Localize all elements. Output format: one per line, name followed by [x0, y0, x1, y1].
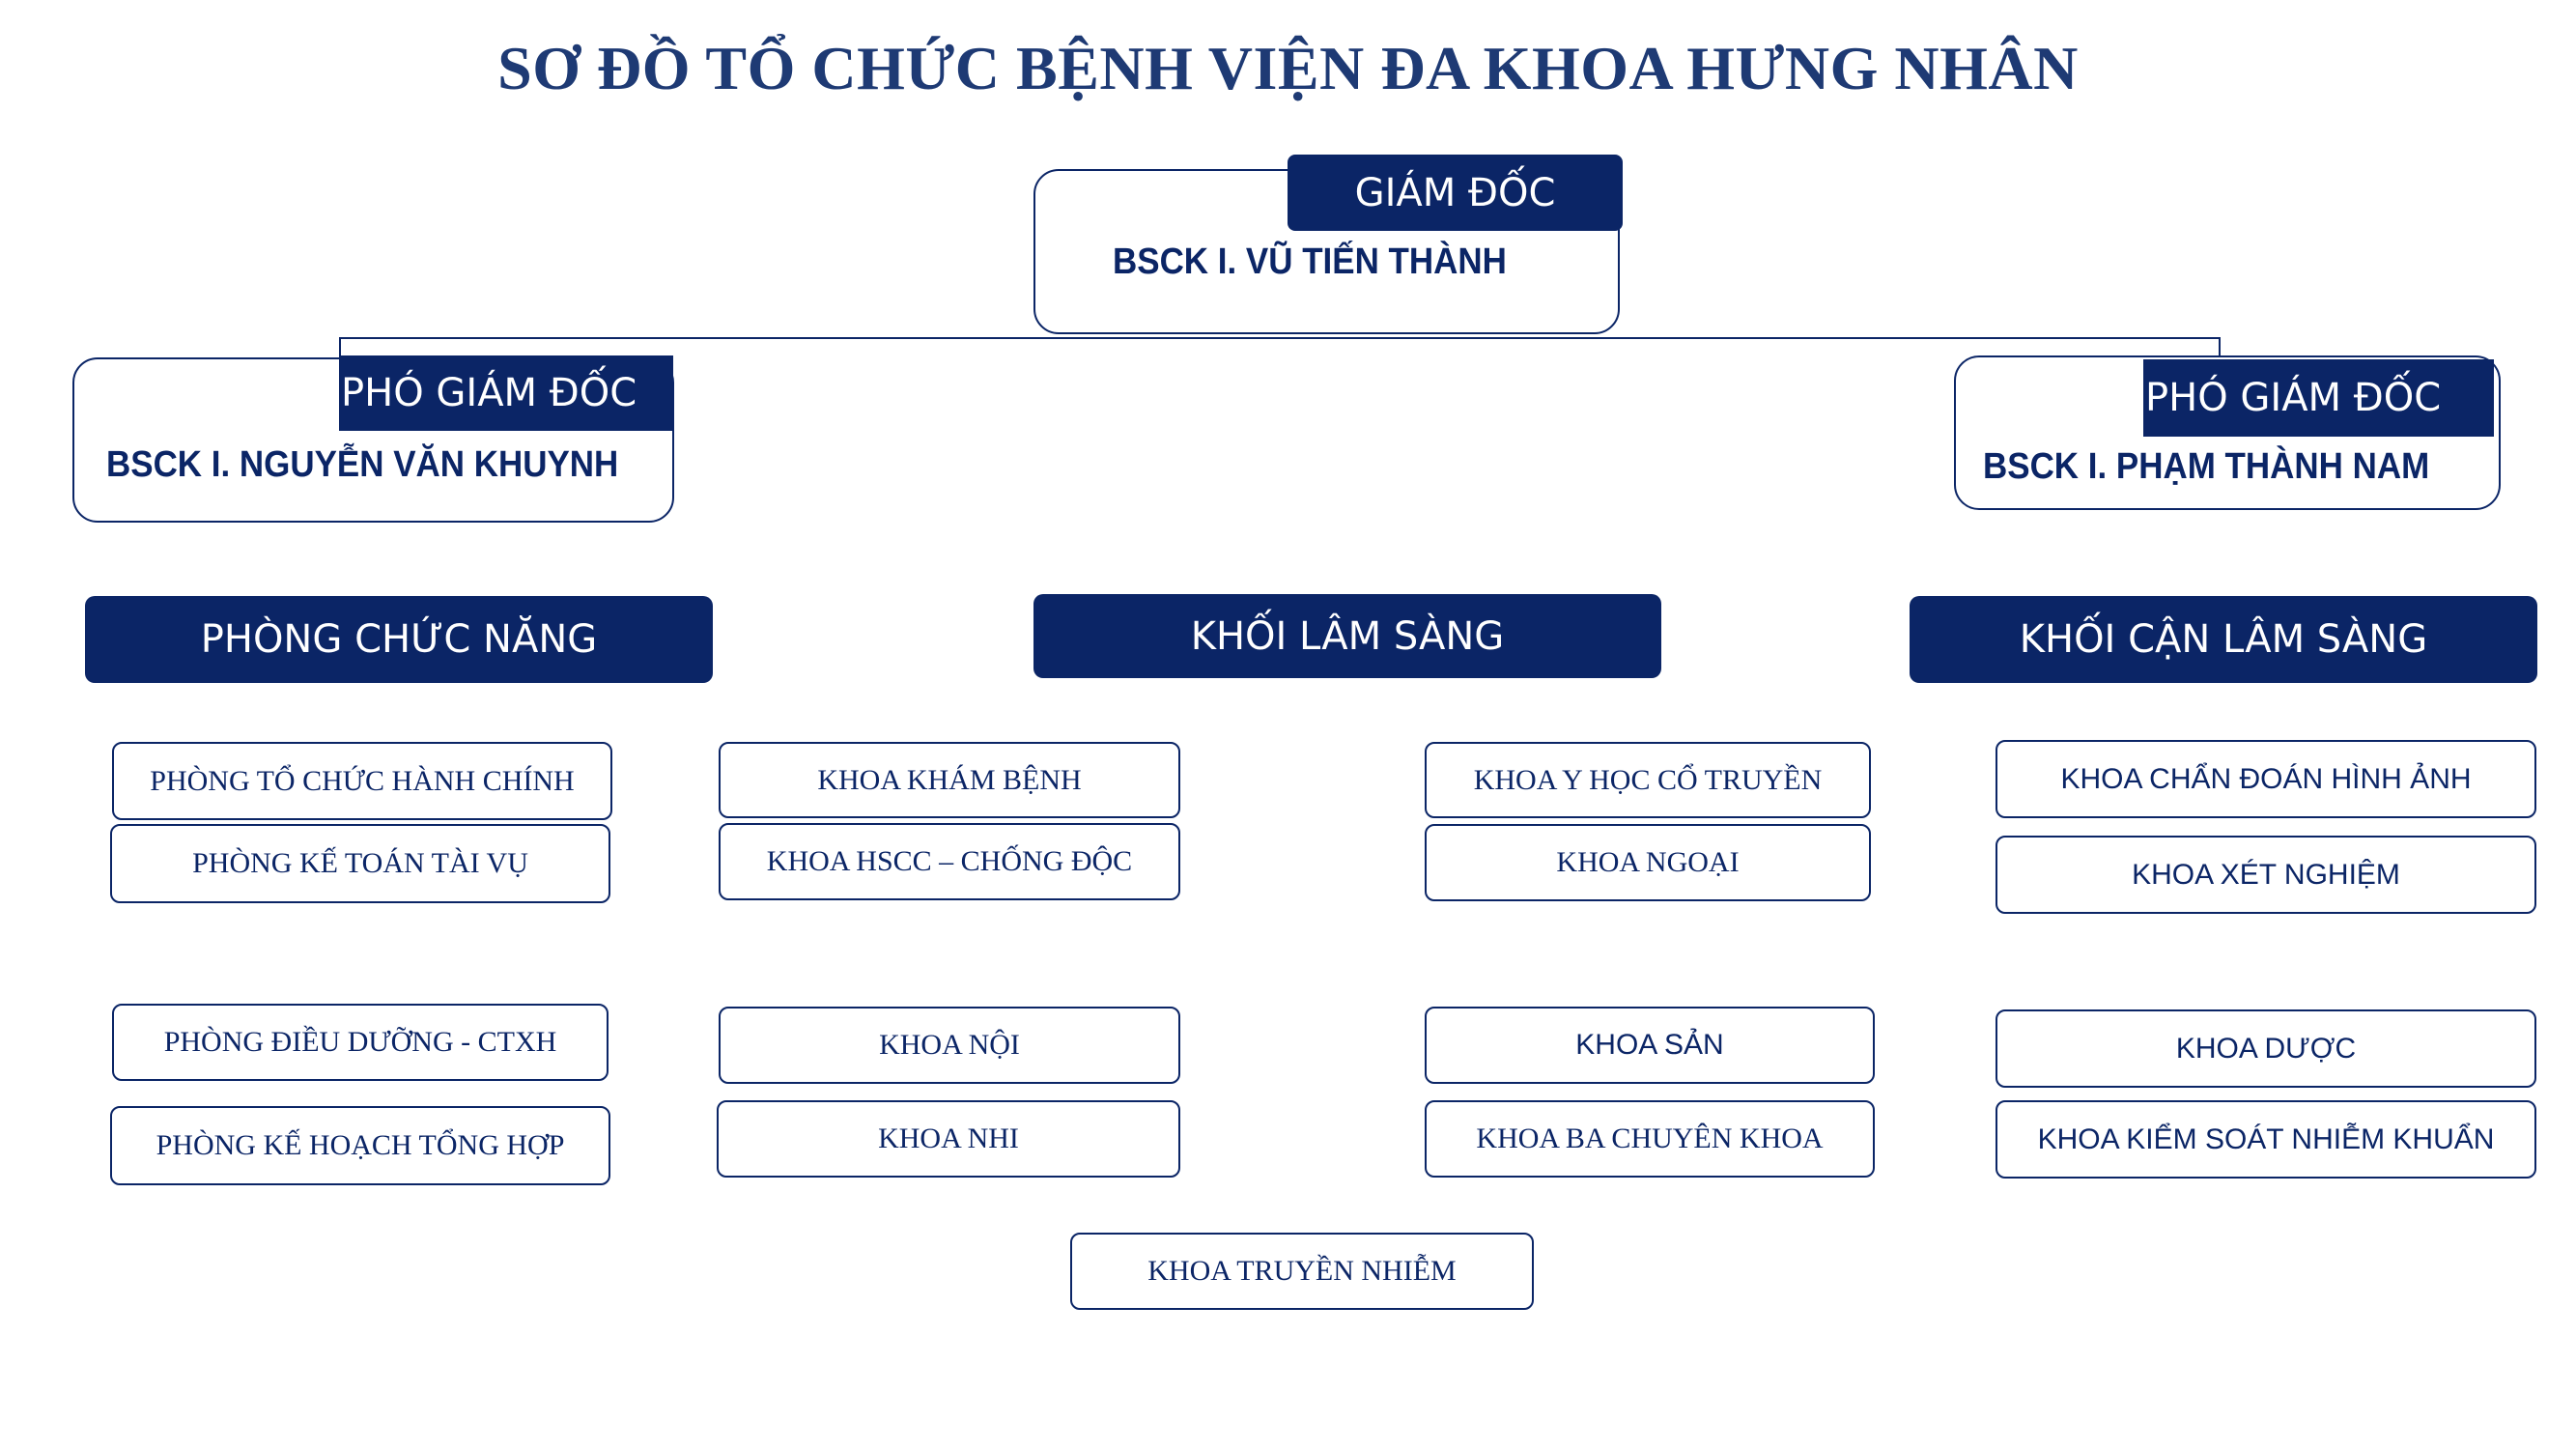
unit-chan-doan-hinh-anh: KHOA CHẨN ĐOÁN HÌNH ẢNH: [1996, 740, 2536, 818]
director-role-tag: GIÁM ĐỐC: [1288, 155, 1623, 231]
unit-ke-hoach-tong-hop: PHÒNG KẾ HOẠCH TỔNG HỢP: [110, 1106, 610, 1185]
unit-san: KHOA SẢN: [1425, 1007, 1875, 1084]
unit-kiem-soat-nhiem-khuan: KHOA KIỂM SOÁT NHIỄM KHUẨN: [1996, 1100, 2536, 1179]
chart-title: SƠ ĐỒ TỔ CHỨC BỆNH VIỆN ĐA KHOA HƯNG NHÂ…: [497, 34, 2079, 102]
deputy-left-name: BSCK I. NGUYỄN VĂN KHUYNH: [106, 444, 619, 485]
unit-dieu-duong-ctxh: PHÒNG ĐIỀU DƯỠNG - CTXH: [112, 1004, 609, 1081]
director-name: BSCK I. VŨ TIẾN THÀNH: [1113, 242, 1507, 282]
deputy-right-name: BSCK I. PHẠM THÀNH NAM: [1983, 446, 2430, 487]
unit-xet-nghiem: KHOA XÉT NGHIỆM: [1996, 836, 2536, 914]
unit-nhi: KHOA NHI: [717, 1100, 1180, 1178]
unit-duoc: KHOA DƯỢC: [1996, 1009, 2536, 1088]
deputy-left-role-tag: PHÓ GIÁM ĐỐC: [339, 355, 673, 431]
unit-truyen-nhiem: KHOA TRUYỀN NHIỄM: [1070, 1233, 1534, 1310]
unit-to-chuc-hanh-chinh: PHÒNG TỔ CHỨC HÀNH CHÍNH: [112, 742, 612, 820]
unit-ngoai: KHOA NGOẠI: [1425, 824, 1871, 901]
unit-hscc-chong-doc: KHOA HSCC – CHỐNG ĐỘC: [719, 823, 1180, 900]
unit-y-hoc-co-truyen: KHOA Y HỌC CỔ TRUYỀN: [1425, 742, 1871, 818]
unit-ba-chuyen-khoa: KHOA BA CHUYÊN KHOA: [1425, 1100, 1875, 1178]
connector-left-drop: [339, 337, 341, 356]
unit-noi: KHOA NỘI: [719, 1007, 1180, 1084]
unit-ke-toan-tai-vu: PHÒNG KẾ TOÁN TÀI VỤ: [110, 824, 610, 903]
group-header-functional: PHÒNG CHỨC NĂNG: [85, 596, 713, 683]
connector-horizontal: [339, 337, 2221, 339]
group-header-clinical: KHỐI LÂM SÀNG: [1033, 594, 1661, 678]
deputy-right-role-tag: PHÓ GIÁM ĐỐC: [2143, 359, 2494, 437]
connector-right-drop: [2219, 337, 2221, 358]
unit-kham-benh: KHOA KHÁM BỆNH: [719, 742, 1180, 818]
group-header-paraclinical: KHỐI CẬN LÂM SÀNG: [1910, 596, 2537, 683]
